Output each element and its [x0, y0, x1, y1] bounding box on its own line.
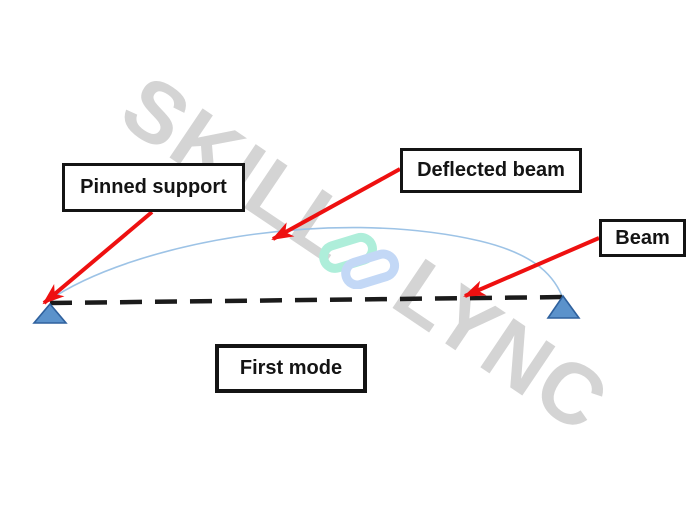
- label-first-mode: First mode: [215, 344, 367, 393]
- first-mode-label: First mode: [239, 357, 343, 379]
- skill-lync-logo: [319, 232, 400, 289]
- deflected-beam-arrow: [271, 167, 401, 241]
- pinned-support-arrow: [42, 210, 154, 305]
- label-beam: Beam: [599, 219, 686, 257]
- right-pinned-support-triangle: [546, 294, 581, 319]
- label-pinned-support: Pinned support: [62, 163, 245, 212]
- beam-label: Beam: [615, 226, 670, 249]
- beam-dashed-line: [49, 294, 568, 306]
- deflected-beam-label: Deflected beam: [417, 159, 565, 181]
- beam-arrow: [463, 236, 600, 298]
- label-deflected-beam: Deflected beam: [400, 148, 582, 193]
- pinned-support-label: Pinned support: [80, 176, 227, 198]
- chain-link-blue-icon: [341, 249, 400, 289]
- left-pinned-support-triangle: [32, 302, 68, 324]
- deflected-beam-curve: [47, 226, 563, 302]
